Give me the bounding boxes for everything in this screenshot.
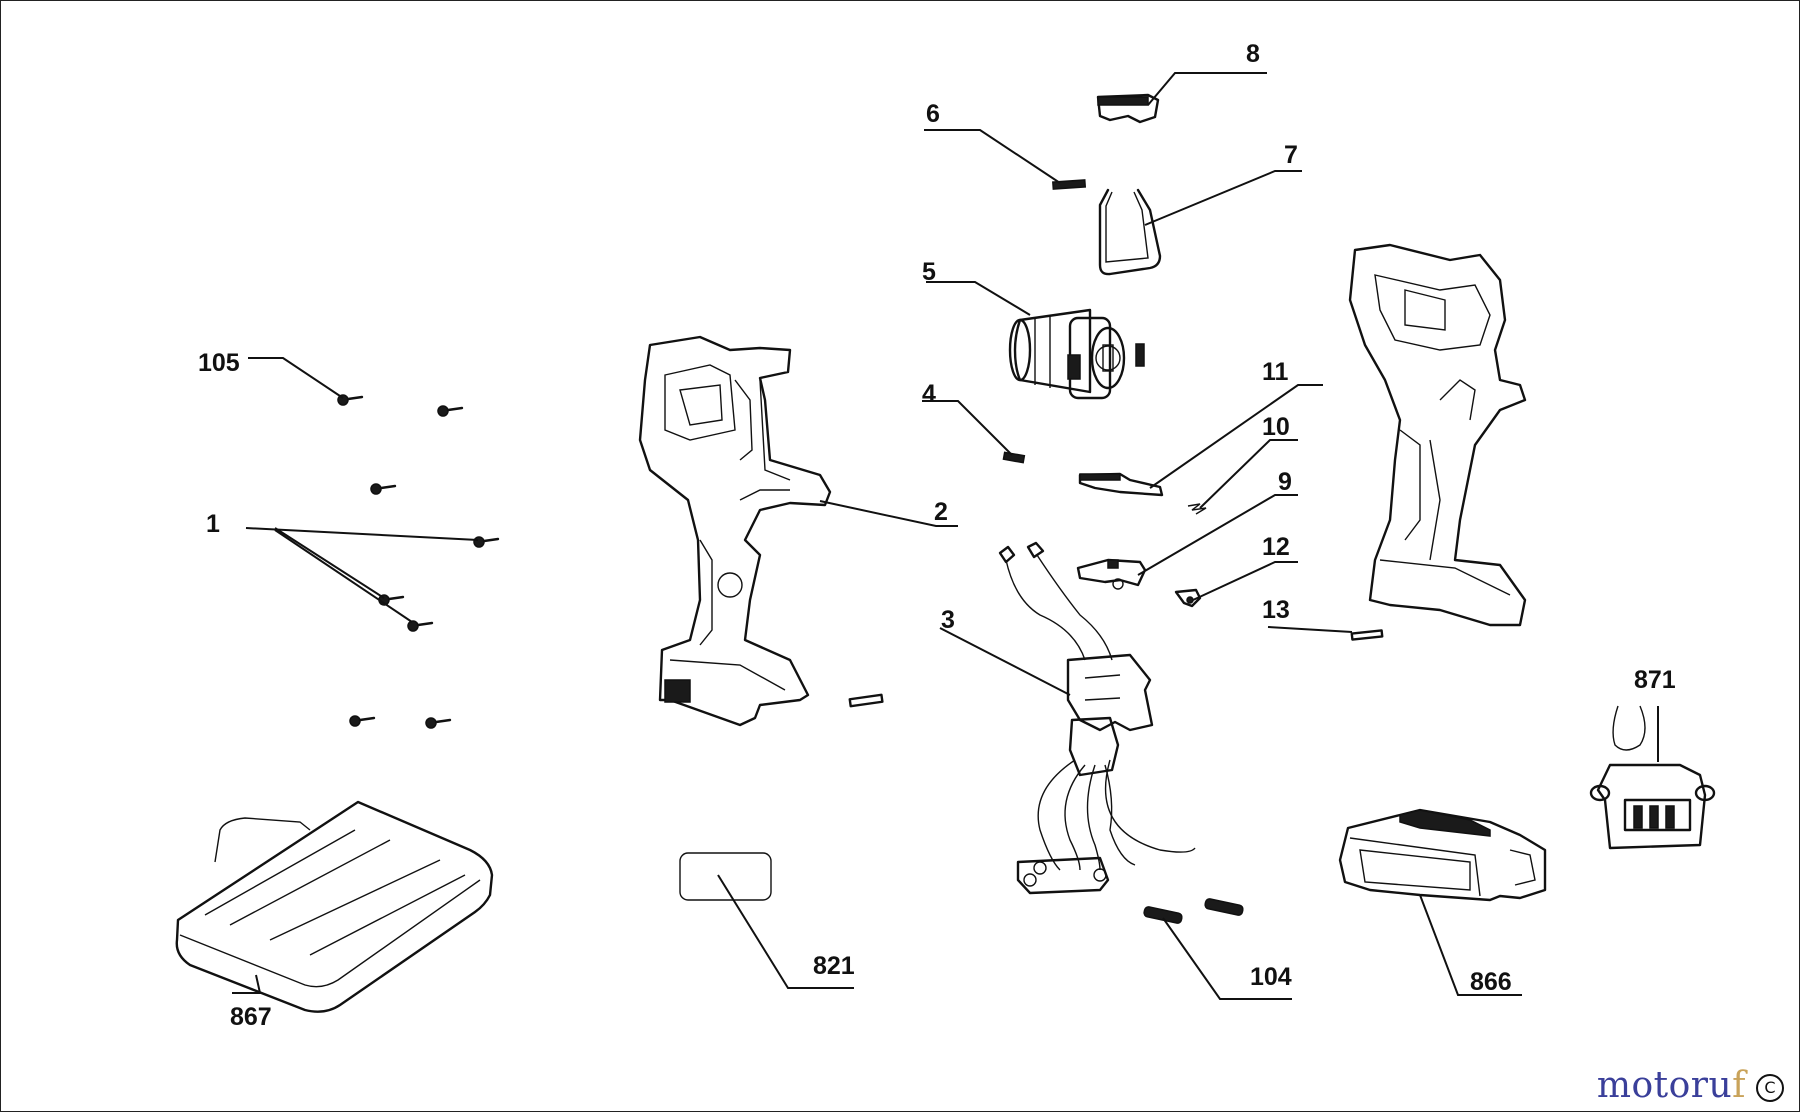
screw [425, 717, 452, 729]
carry-bag-867 [175, 800, 494, 1013]
screw [349, 715, 376, 727]
label-821 [679, 852, 772, 901]
watermark: motoruf [1597, 1065, 1746, 1106]
motor-5 [1008, 308, 1145, 400]
part-13 [1350, 629, 1384, 641]
part-8 [1096, 93, 1160, 124]
screw-set [337, 394, 500, 729]
watermark-text-accent: f [1732, 1065, 1746, 1106]
callout-105: 105 [198, 349, 240, 377]
callout-10: 10 [1262, 413, 1290, 441]
part-7 [1098, 188, 1162, 276]
screw [437, 405, 464, 417]
callout-2: 2 [934, 498, 948, 526]
callout-labels: 8 6 7 5 11 4 10 9 2 12 13 3 105 1 871 82… [198, 40, 1676, 1031]
brush-pair-104 [1143, 898, 1244, 924]
battery-pack-866 [1338, 808, 1547, 902]
callout-1: 1 [206, 510, 220, 538]
housing-left-half [638, 335, 832, 727]
callout-11: 11 [1262, 358, 1289, 386]
callout-13: 13 [1262, 596, 1290, 624]
part-6 [1052, 179, 1087, 190]
callout-9: 9 [1278, 468, 1292, 496]
callout-6: 6 [926, 100, 940, 128]
screw-1 [407, 620, 434, 632]
part-10 [1187, 503, 1207, 515]
part-9 [1076, 558, 1147, 590]
leader-lines [232, 72, 1659, 1000]
watermark-text-main: motoru [1596, 1065, 1733, 1106]
part-4 [1002, 451, 1026, 464]
switch-assembly-3 [998, 541, 1196, 895]
callout-871: 871 [1634, 666, 1676, 694]
callout-867: 867 [230, 1003, 272, 1031]
callout-3: 3 [941, 606, 955, 634]
charger-871 [1589, 705, 1716, 850]
callout-12: 12 [1262, 533, 1290, 561]
callout-7: 7 [1284, 141, 1298, 169]
callout-104: 104 [1250, 963, 1292, 991]
screw [370, 483, 397, 495]
callout-8: 8 [1246, 40, 1260, 68]
callout-4: 4 [922, 380, 936, 408]
part-11 [1078, 472, 1164, 497]
screw-1 [473, 536, 500, 548]
callout-866: 866 [1470, 968, 1512, 996]
callout-821: 821 [813, 952, 855, 980]
housing-right-half [1348, 243, 1527, 627]
copyright-icon: C [1756, 1074, 1784, 1102]
callout-5: 5 [922, 258, 936, 286]
pin [848, 693, 884, 708]
